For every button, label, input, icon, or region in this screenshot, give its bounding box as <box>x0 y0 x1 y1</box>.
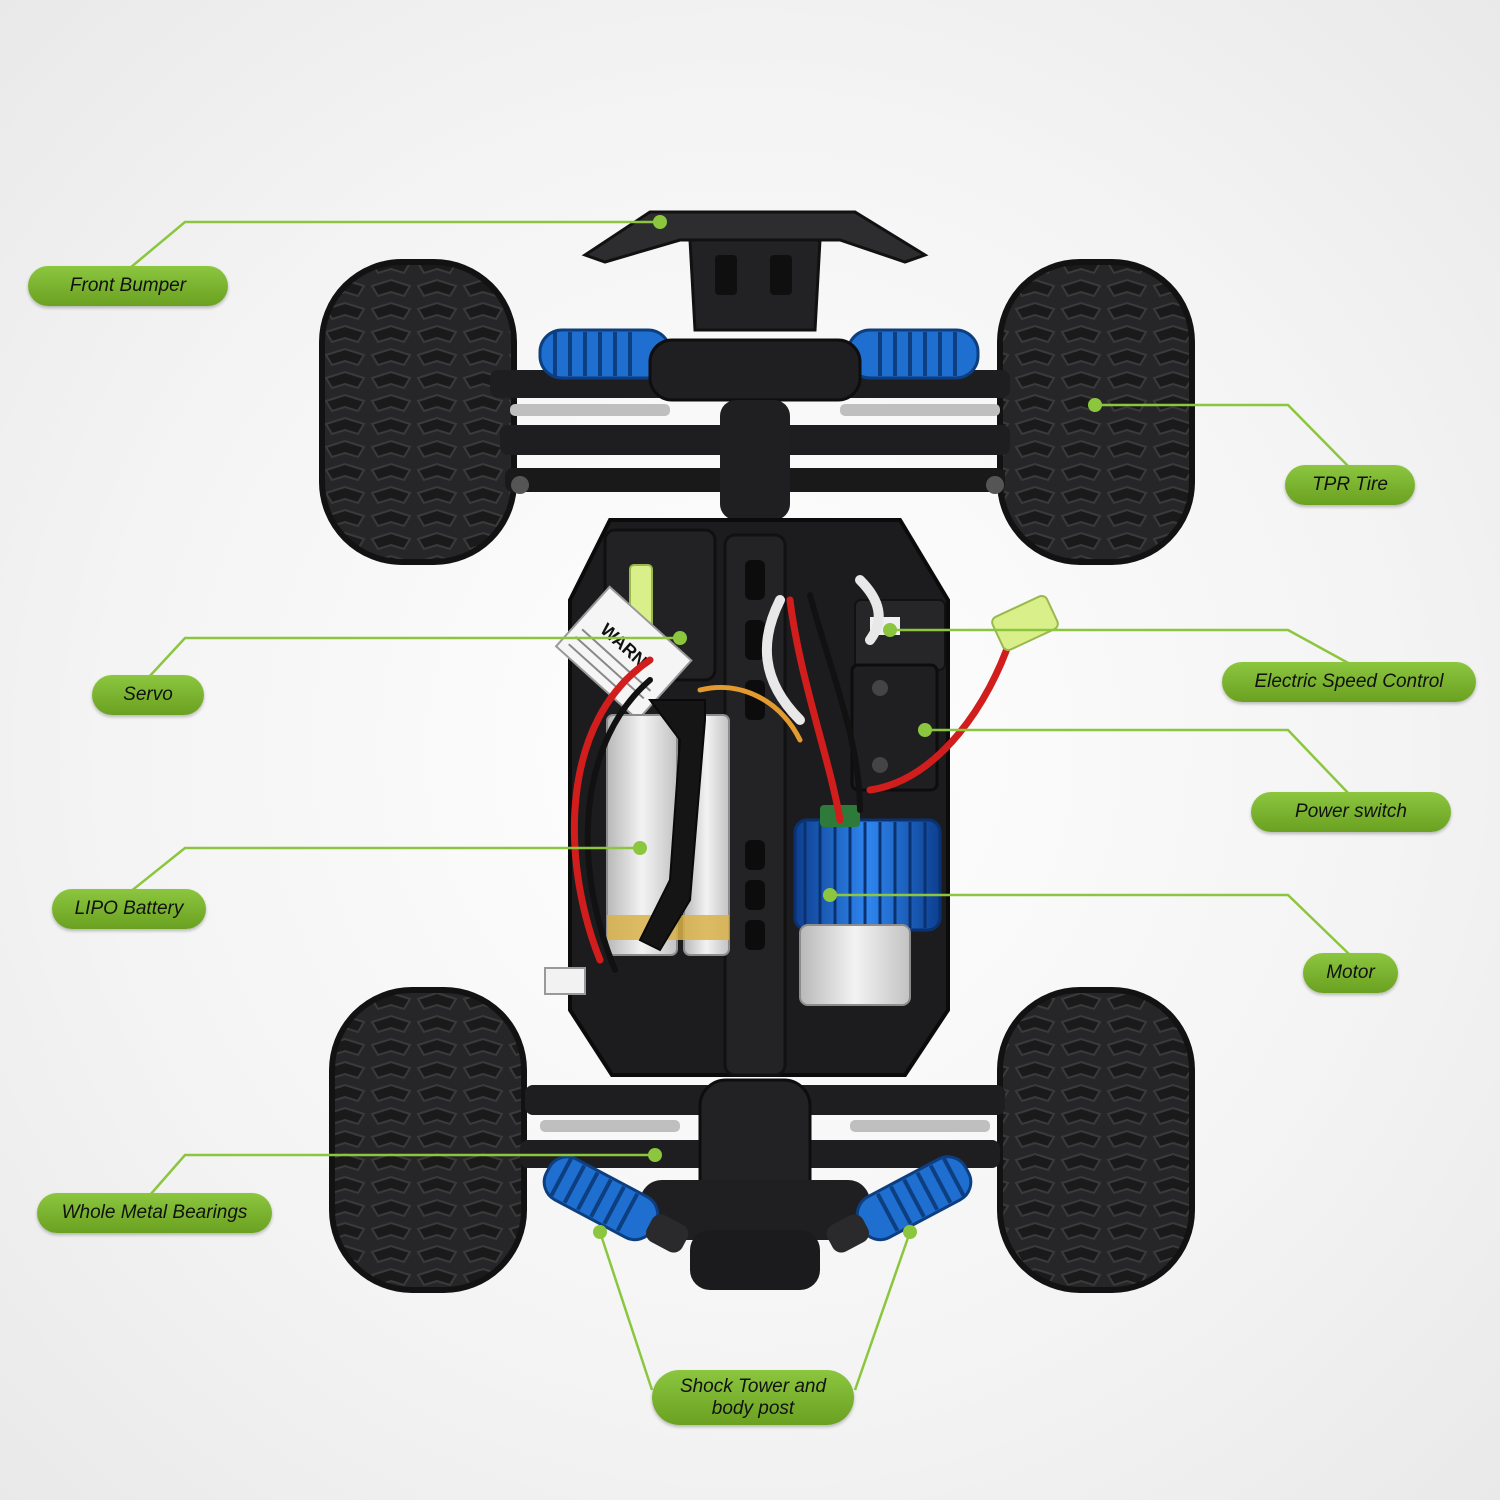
leader-shock-tower-left <box>598 1231 654 1391</box>
label-shock-tower-line1: Shock Tower and <box>679 1375 827 1397</box>
tire-rear-left <box>329 987 527 1293</box>
label-electric-speed-control: Electric Speed Control <box>1222 662 1476 702</box>
balance-plug <box>544 967 586 995</box>
label-whole-metal-bearings: Whole Metal Bearings <box>37 1193 272 1233</box>
label-shock-tower-and-body-post: Shock Tower and body post <box>652 1370 854 1425</box>
tire-front-left <box>319 259 517 565</box>
leader-front-bumper <box>129 220 660 269</box>
label-lipo-battery: LIPO Battery <box>52 889 206 929</box>
tire-rear-right <box>997 987 1195 1293</box>
leader-motor <box>830 893 1351 956</box>
leader-shock-tower-right <box>853 1231 912 1391</box>
front-bumper <box>581 210 929 520</box>
leader-electric-speed-control <box>890 628 1351 666</box>
leader-whole-metal-bearings <box>149 1153 655 1196</box>
leader-tpr-tire <box>1095 403 1351 469</box>
leader-servo <box>147 636 680 679</box>
motor <box>793 805 942 1006</box>
rear-shock-left <box>542 1155 689 1253</box>
leader-lines <box>129 220 1351 1391</box>
lipo-battery-pack <box>606 699 730 956</box>
battery-connector <box>991 594 1059 652</box>
label-motor: Motor <box>1303 953 1398 993</box>
label-tpr-tire: TPR Tire <box>1285 465 1415 505</box>
tire-front-right <box>997 259 1195 565</box>
label-power-switch: Power switch <box>1251 792 1451 832</box>
leader-lipo-battery <box>129 846 640 893</box>
rear-shock-right <box>826 1155 973 1253</box>
front-shock-right <box>846 328 980 380</box>
label-shock-tower-line2: body post <box>711 1397 795 1419</box>
label-front-bumper: Front Bumper <box>28 266 228 306</box>
label-servo: Servo <box>92 675 204 715</box>
rear-suspension <box>520 1078 1005 1290</box>
wiring <box>570 575 1014 973</box>
leader-dots <box>593 215 1102 1239</box>
leader-power-switch <box>925 728 1351 796</box>
